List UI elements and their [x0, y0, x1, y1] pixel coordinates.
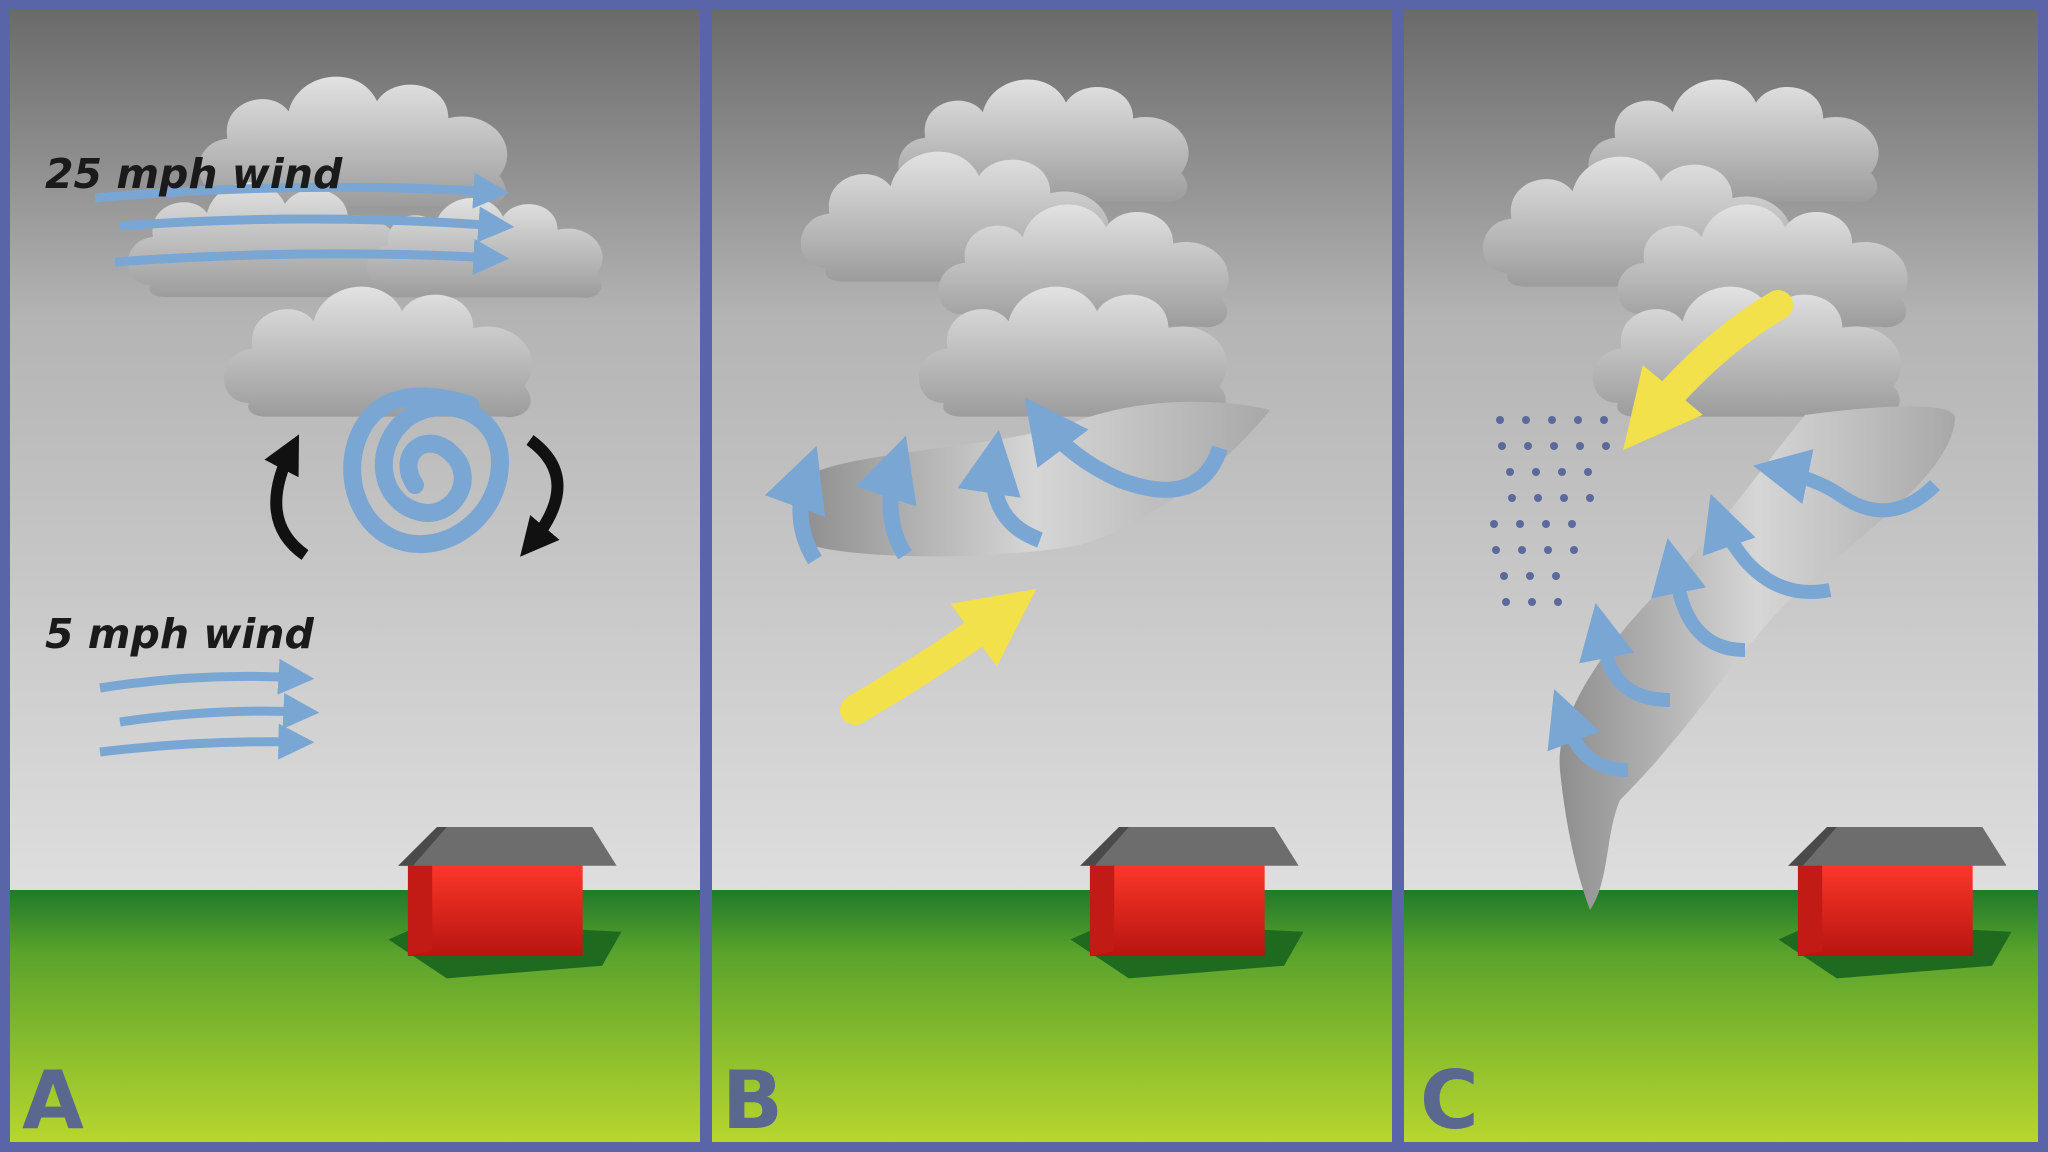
updraft-arrow-icon [840, 588, 1037, 725]
funnel-icon [1559, 406, 1956, 910]
rain-drop [1496, 416, 1504, 424]
panel-c: C [1404, 10, 2048, 1147]
rain-drop [1528, 598, 1536, 606]
wind-arrow-icon [119, 206, 515, 243]
rain-drop [1498, 442, 1506, 450]
panel-letter-b: B [722, 1054, 783, 1147]
rotation-arrow-icon [520, 435, 564, 557]
rain-icon [1490, 416, 1610, 606]
upper-wind-label: 25 mph wind [45, 150, 343, 198]
wind-arrow-icon [1579, 603, 1671, 707]
panel-letter-c: C [1420, 1054, 1479, 1147]
rain-drop [1526, 572, 1534, 580]
wind-arrow-icon [1547, 689, 1629, 777]
spiral-vortex [343, 387, 510, 554]
wind-arrow-icon [1753, 449, 1940, 518]
wind-arrow-icon [119, 693, 320, 730]
rain-drop [1502, 598, 1510, 606]
rain-drop [1600, 416, 1608, 424]
funnel-wind-arrows [1547, 449, 1940, 777]
wind-arrow-icon [764, 445, 826, 565]
rain-drop [1584, 468, 1592, 476]
rain-drop [1524, 442, 1532, 450]
updraft-arrow-icon [1623, 290, 1793, 451]
wind-arrow-icon [1024, 397, 1228, 498]
upper-wind-arrows [94, 172, 515, 275]
wind-arrow-icon [114, 238, 510, 275]
wind-arrow-icon [1651, 538, 1746, 657]
wind-arrow-icon [1702, 493, 1832, 599]
lower-wind-label: 5 mph wind [45, 610, 314, 658]
wind-arrow-icon [94, 172, 510, 209]
rain-drop [1490, 520, 1498, 528]
rain-drop [1558, 468, 1566, 476]
rain-drop [1516, 520, 1524, 528]
lower-wind-arrows [99, 658, 320, 760]
rotating-tube [764, 397, 1270, 565]
wind-arrow-icon [855, 435, 917, 560]
rain-drop [1568, 520, 1576, 528]
panel-b: B [712, 10, 1392, 1147]
rain-drop [1576, 442, 1584, 450]
rain-drop [1506, 468, 1514, 476]
rain-drop [1532, 468, 1540, 476]
rain-drop [1574, 416, 1582, 424]
wind-arrow-icon [99, 658, 315, 695]
panel-letter-a: A [22, 1054, 84, 1147]
wind-arrow-icon [99, 723, 315, 760]
rain-drop [1500, 572, 1508, 580]
rotation-arrow-icon [264, 434, 309, 560]
panel-a: 25 mph wind 5 mph wind A [10, 10, 700, 1147]
rain-drop [1534, 494, 1542, 502]
rain-drop [1544, 546, 1552, 554]
rain-drop [1522, 416, 1530, 424]
rain-drop [1542, 520, 1550, 528]
rain-drop [1492, 546, 1500, 554]
rain-drop [1586, 494, 1594, 502]
rain-drop [1554, 598, 1562, 606]
rain-drop [1602, 442, 1610, 450]
rain-drop [1508, 494, 1516, 502]
rain-drop [1548, 416, 1556, 424]
rain-drop [1570, 546, 1578, 554]
rain-drop [1560, 494, 1568, 502]
rain-drop [1552, 572, 1560, 580]
rain-drop [1550, 442, 1558, 450]
wind-arrow-icon [957, 429, 1044, 548]
rain-drop [1518, 546, 1526, 554]
